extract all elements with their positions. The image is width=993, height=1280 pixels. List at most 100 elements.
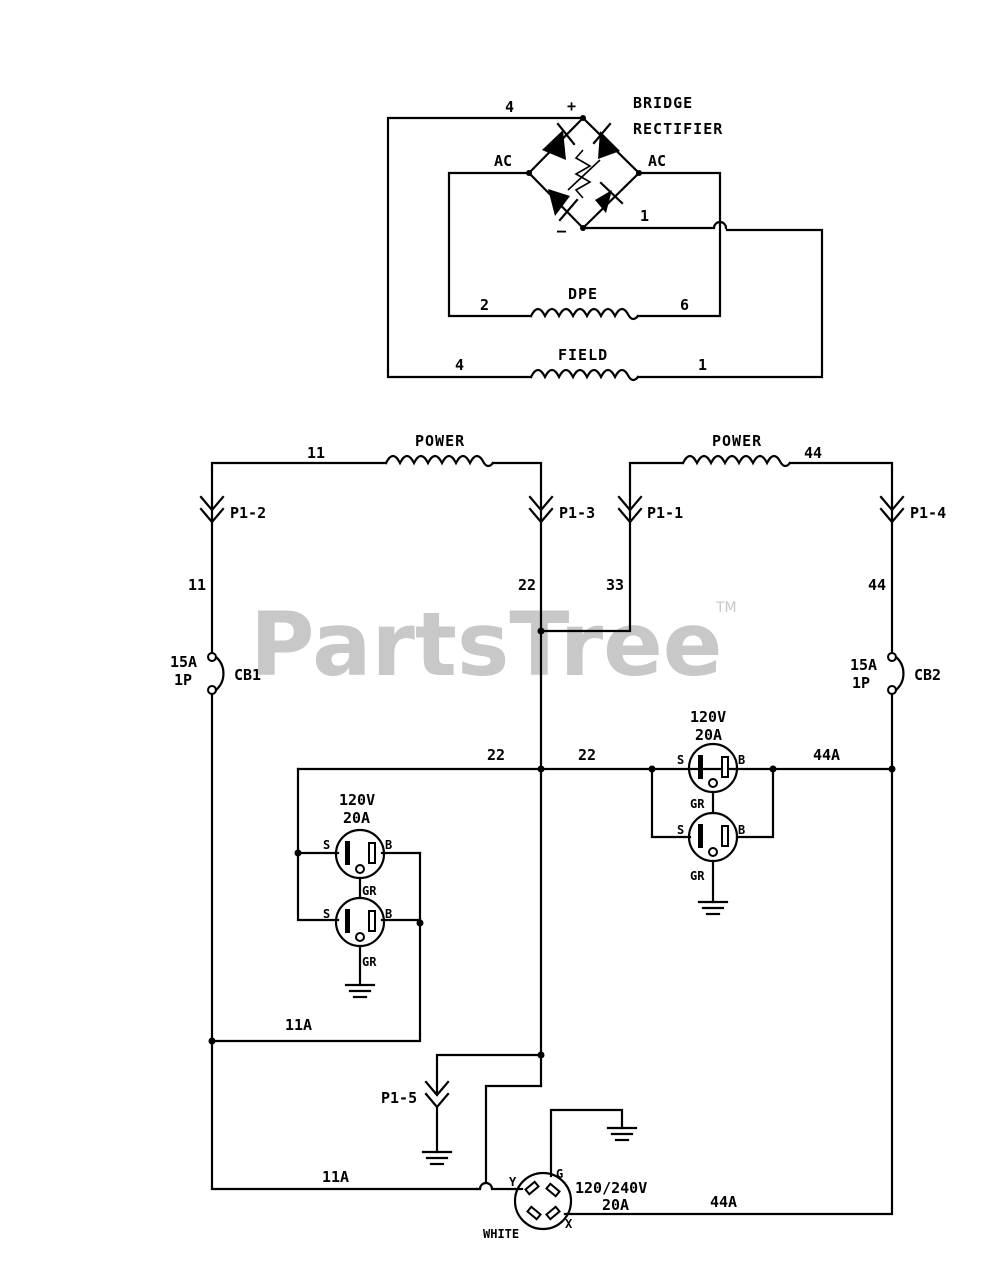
outlet-left-duplex: 120V 20A S B GR S B GR: [210, 767, 424, 1043]
wire-1-minus: [581, 220, 728, 230]
outlet-right-duplex: 120V 20A S B GR S B GR: [648, 708, 777, 916]
wire-white-neutral: [484, 1084, 543, 1184]
svg-text:GR: GR: [362, 884, 377, 898]
svg-text:GR: GR: [362, 955, 377, 969]
cb1-rating: 15A: [170, 653, 197, 671]
wire-label-11: 11: [188, 576, 206, 594]
wire-label-22-vertical: 22: [518, 576, 536, 594]
rectifier-title-1: BRIDGE: [633, 94, 693, 112]
svg-text:B: B: [385, 838, 392, 852]
diode-top-left: [542, 122, 576, 160]
outlet-left-s-wire: [296, 767, 340, 922]
svg-text:P1-1: P1-1: [647, 504, 683, 522]
rectifier-minus: –: [557, 222, 567, 240]
diode-bottom-left: [548, 189, 579, 222]
power-winding-right: POWER 44: [628, 432, 894, 522]
watermark-trademark: TM: [715, 600, 737, 616]
varistor: [574, 149, 592, 199]
cb2-poles: 1P: [852, 674, 870, 692]
wire-label-33: 33: [606, 576, 624, 594]
wire-label-4-top: 4: [505, 98, 514, 116]
wire-6: [636, 171, 722, 318]
power-left-label: POWER: [415, 432, 465, 450]
rectifier-plus: +: [567, 97, 577, 115]
connector-p1-1: P1-1: [617, 495, 683, 524]
wire-2: [447, 171, 533, 318]
excitation-circuit: BRIDGE RECTIFIER + – AC AC 4 1 DPE 2 6 F…: [386, 94, 824, 382]
dpe-coil: [529, 307, 640, 321]
twist-lock-volts: 120/240V: [575, 1179, 647, 1197]
twist-lock-g: G: [556, 1167, 563, 1181]
wire-label-1-field: 1: [698, 356, 707, 374]
outlet-right-volts: 120V: [690, 708, 726, 726]
wire-33: [539, 520, 632, 633]
connector-p1-5: P1-5: [381, 1053, 543, 1166]
twist-lock-y: Y: [509, 1175, 517, 1189]
connector-p1-2: P1-2: [199, 495, 266, 524]
breaker-cb2: 15A 1P CB2: [850, 652, 941, 695]
wire-11a-vertical: [210, 692, 479, 1191]
svg-text:GR: GR: [690, 797, 705, 811]
wire-label-1-minus: 1: [640, 207, 649, 225]
bridge-rectifier-outline: [527, 116, 641, 230]
varistor-slash: [567, 159, 601, 191]
twist-lock-ground-wire: [549, 1108, 624, 1178]
wire-label-44: 44: [868, 576, 886, 594]
wire-label-22-left: 22: [487, 746, 505, 764]
twist-lock-amps: 20A: [602, 1196, 629, 1214]
connector-p1-4: P1-4: [879, 495, 946, 524]
svg-text:GR: GR: [690, 869, 705, 883]
watermark: PartsTree: [250, 593, 722, 696]
wire-44a-vertical: [563, 692, 894, 1216]
cb2-name: CB2: [914, 666, 941, 684]
wire-label-11-top: 11: [307, 444, 325, 462]
cb1-name: CB1: [234, 666, 261, 684]
wire-44-top: [788, 461, 894, 522]
field-coil: [529, 368, 640, 382]
diode-bottom-right: [595, 181, 624, 213]
diode-top-right: [592, 122, 620, 159]
svg-text:S: S: [323, 838, 330, 852]
svg-text:S: S: [677, 753, 684, 767]
svg-text:S: S: [677, 823, 684, 837]
wire-label-44a-top: 44A: [813, 746, 840, 764]
wire-33-top: [628, 461, 685, 522]
svg-text:P1-5: P1-5: [381, 1089, 417, 1107]
svg-text:B: B: [738, 823, 745, 837]
connector-p1-3: P1-3: [528, 495, 595, 524]
wire-label-6: 6: [680, 296, 689, 314]
power-right-label: POWER: [712, 432, 762, 450]
twist-lock-white: WHITE: [483, 1227, 519, 1241]
svg-text:S: S: [323, 907, 330, 921]
twist-lock-receptacle: Y G X WHITE 120/240V 20A: [483, 1108, 647, 1241]
rectifier-title-2: RECTIFIER: [633, 120, 723, 138]
wire-label-4-field: 4: [455, 356, 464, 374]
wire-label-22-right: 22: [578, 746, 596, 764]
power-winding-left: POWER 11: [210, 432, 543, 522]
wire-1-field: [636, 228, 824, 379]
svg-text:B: B: [738, 753, 745, 767]
dpe-label: DPE: [568, 285, 598, 303]
svg-text:P1-3: P1-3: [559, 504, 595, 522]
svg-text:B: B: [385, 907, 392, 921]
svg-text:P1-2: P1-2: [230, 504, 266, 522]
outlet-left-volts: 120V: [339, 791, 375, 809]
twist-lock-x: X: [565, 1217, 573, 1231]
svg-text:P1-4: P1-4: [910, 504, 946, 522]
cb2-rating: 15A: [850, 656, 877, 674]
wire-label-2: 2: [480, 296, 489, 314]
wire-label-11a-bottom: 11A: [322, 1168, 349, 1186]
rectifier-ac-left: AC: [494, 152, 512, 170]
breaker-cb1: 15A 1P CB1: [170, 652, 261, 695]
wire-11a-to-twistlock: [475, 1181, 517, 1191]
wire-11-top: [210, 461, 388, 522]
outlet-left-amps: 20A: [343, 809, 370, 827]
wire-label-11a-mid: 11A: [285, 1016, 312, 1034]
wire-4: [386, 116, 585, 379]
outlet-right-amps: 20A: [695, 726, 722, 744]
power-coil-right: [681, 454, 792, 468]
wire-11a-mid: [210, 918, 422, 1043]
wire-label-44-top: 44: [804, 444, 822, 462]
rectifier-ac-right: AC: [648, 152, 666, 170]
